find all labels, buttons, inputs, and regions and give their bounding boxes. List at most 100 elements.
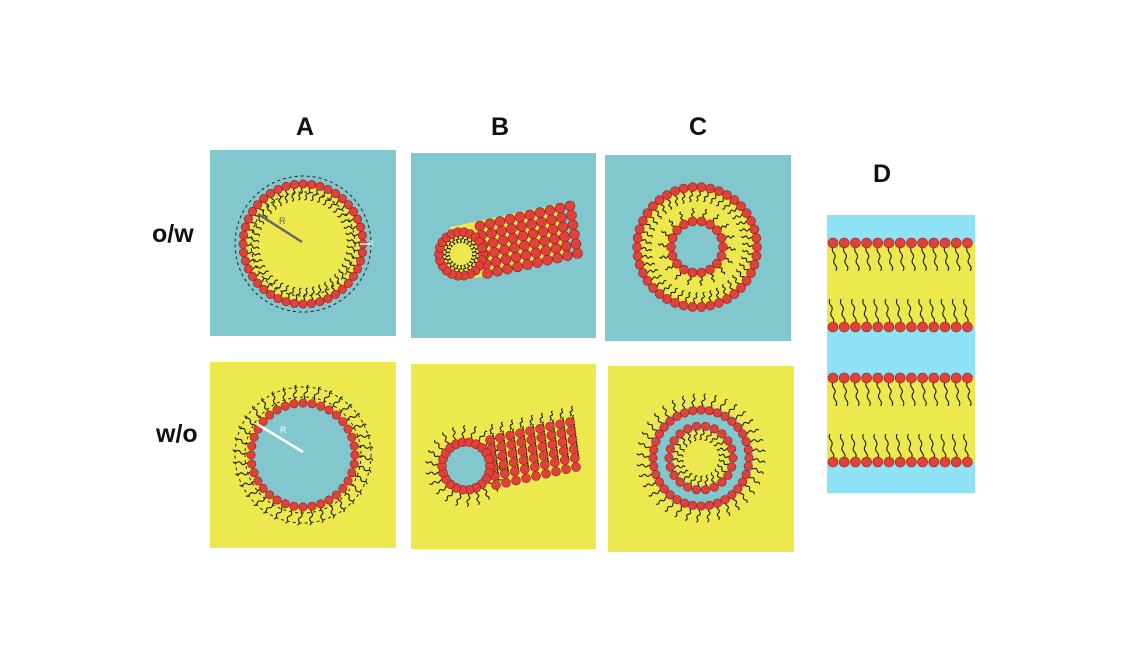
surfactant-head: [632, 251, 643, 261]
surfactant-tail: [744, 428, 760, 434]
surfactant-head: [850, 237, 861, 249]
surfactant-head: [298, 398, 308, 408]
surfactant-head: [679, 219, 689, 230]
surfactant-head: [861, 372, 872, 384]
surfactant-head: [519, 464, 530, 475]
surfactant-head: [554, 202, 566, 214]
surfactant-head: [272, 405, 282, 415]
surfactant-head: [522, 259, 533, 270]
surfactant-head: [704, 406, 714, 416]
surfactant-head: [906, 237, 917, 249]
surfactant-tail: [455, 492, 463, 506]
surfactant-head: [716, 233, 727, 243]
surfactant-head: [696, 267, 707, 278]
surfactant-head: [490, 256, 502, 268]
surfactant-tail: [692, 292, 698, 305]
surfactant-tail: [684, 507, 693, 521]
surfactant-tail: [708, 290, 713, 303]
surfactant-head: [649, 445, 659, 455]
surfactant-tail: [884, 433, 891, 459]
surfactant-head: [528, 453, 539, 463]
surfactant-tail: [865, 381, 871, 407]
surfactant-tail: [929, 433, 936, 459]
lamellar-oil-layer: [827, 378, 975, 462]
surfactant-head: [714, 186, 724, 196]
surfactant-tail: [943, 381, 950, 407]
surfactant-head: [491, 480, 501, 490]
surfactant-head: [496, 441, 507, 452]
surfactant-tail: [636, 463, 652, 468]
surfactant-head: [722, 190, 732, 200]
surfactant-head: [665, 416, 675, 426]
surfactant-head: [705, 219, 715, 230]
surfactant-tail: [334, 273, 342, 288]
surfactant-head: [683, 424, 693, 434]
surfactant-head: [551, 466, 561, 477]
surfactant-head: [323, 184, 333, 194]
surfactant-head: [280, 401, 290, 411]
surfactant-head: [672, 258, 682, 269]
surfactant-tail: [250, 220, 262, 231]
surfactant-head: [894, 321, 906, 333]
surfactant-tail: [346, 245, 361, 253]
surfactant-tail: [435, 485, 449, 495]
surfactant-tail: [713, 440, 726, 447]
surfactant-tail: [895, 298, 902, 324]
surfactant-tail: [294, 287, 302, 302]
surfactant-tail: [689, 189, 694, 203]
surfactant-head: [687, 182, 698, 192]
surfactant-tail: [721, 284, 727, 297]
surfactant-tail: [638, 473, 654, 478]
surfactant-head: [917, 321, 928, 333]
surfactant-head: [827, 321, 839, 333]
surfactant-head: [666, 242, 676, 252]
thickness-label-ow: t: [371, 239, 374, 248]
surfactant-head: [350, 450, 360, 460]
surfactant-tail: [716, 447, 730, 452]
column-label-a: A: [296, 113, 315, 141]
surfactant-tail: [499, 421, 504, 433]
surfactant-tail: [681, 191, 686, 204]
surfactant-tail: [727, 279, 734, 292]
surfactant-tail: [921, 246, 927, 272]
surfactant-tail: [739, 419, 754, 427]
column-label-b: B: [491, 113, 510, 141]
surfactant-tail: [876, 381, 882, 407]
surfactant-tail: [842, 246, 849, 272]
surfactant-head: [249, 468, 259, 478]
surfactant-head: [718, 242, 728, 252]
surfactant-tail: [270, 195, 277, 211]
surfactant-head: [746, 268, 756, 278]
surfactant-head: [679, 264, 689, 275]
surfactant-head: [638, 216, 648, 226]
surfactant-tail: [706, 507, 711, 523]
surfactant-tail: [918, 298, 924, 324]
surfactant-head: [894, 372, 906, 384]
surfactant-head: [733, 484, 743, 494]
surfactant-head: [678, 300, 689, 311]
surfactant-head: [743, 461, 753, 471]
surfactant-tail: [332, 205, 347, 213]
surfactant-head: [509, 242, 520, 254]
surfactant-head: [733, 422, 743, 432]
surfactant-head: [714, 298, 724, 308]
surfactant-tail: [329, 277, 336, 293]
surfactant-head: [872, 372, 884, 384]
surfactant-head: [872, 237, 884, 249]
surfactant-head: [529, 238, 540, 249]
surfactant-head: [307, 501, 317, 511]
surfactant-head: [549, 233, 560, 245]
surfactant-tail: [940, 298, 947, 324]
surfactant-head: [558, 446, 569, 457]
surfactant-head: [315, 181, 325, 191]
surfactant-tail: [250, 265, 266, 270]
surfactant-head: [546, 430, 557, 441]
surfactant-head: [338, 483, 348, 493]
water-core: [253, 405, 353, 505]
surfactant-head: [696, 182, 707, 192]
surfactant-head: [349, 459, 359, 469]
surfactant-tail: [341, 263, 352, 275]
surfactant-head: [495, 432, 505, 443]
surfactant-head: [883, 237, 895, 249]
surfactant-head: [667, 233, 678, 243]
